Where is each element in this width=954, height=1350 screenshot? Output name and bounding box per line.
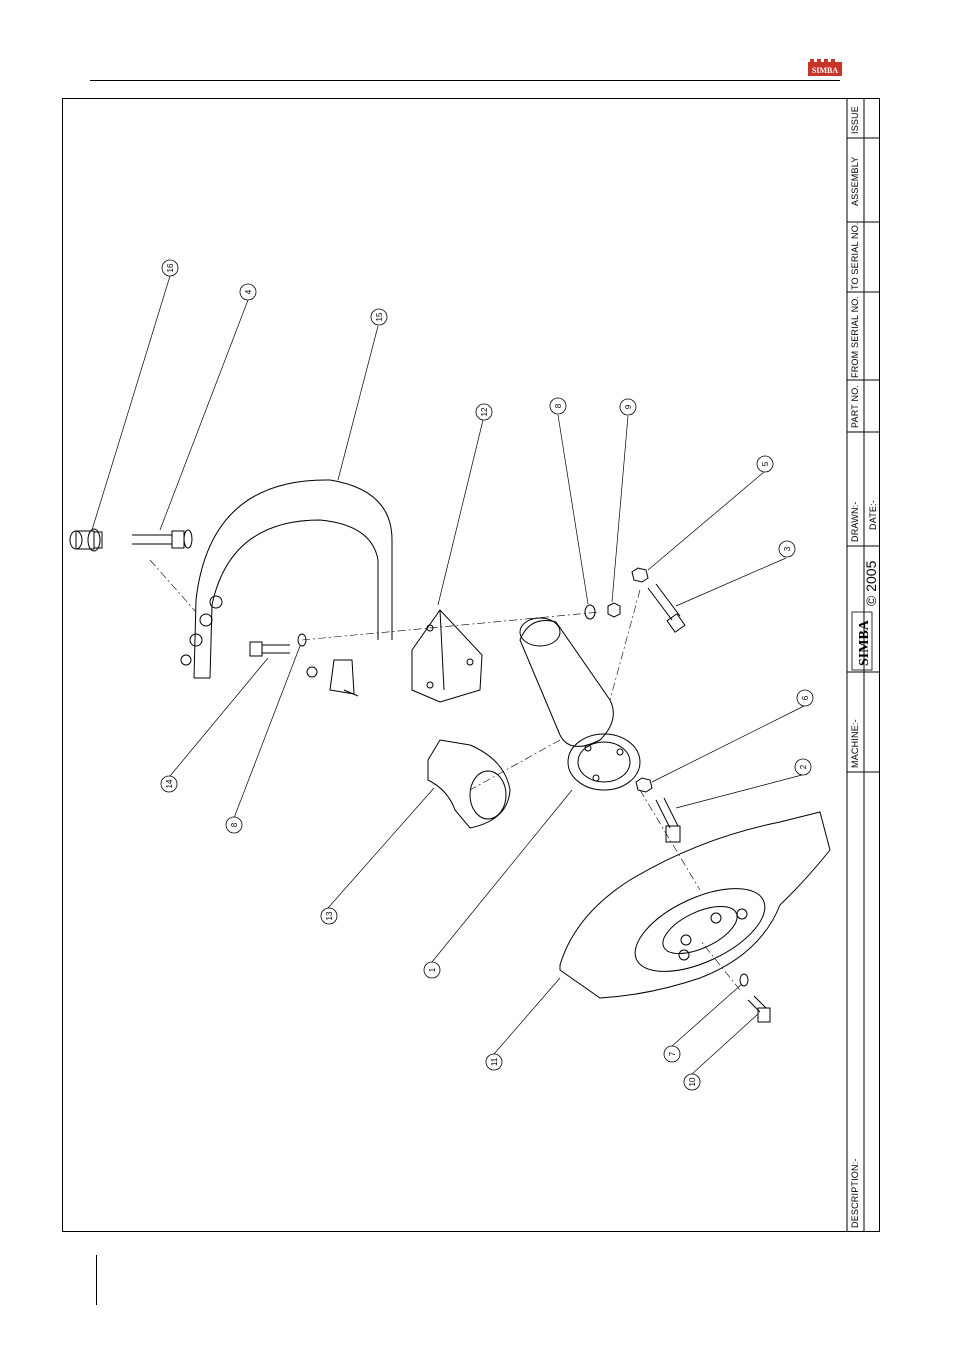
svg-text:8: 8 — [230, 822, 239, 827]
svg-text:6: 6 — [801, 695, 810, 700]
part-13-clamp — [428, 740, 510, 828]
parts — [70, 480, 830, 1022]
callout-7: 7 — [664, 1046, 680, 1062]
part-no-label: PART NO. — [850, 385, 860, 428]
callout-13: 13 — [321, 908, 337, 924]
title-block-brand: SIMBA — [852, 612, 872, 670]
callout-15: 15 — [371, 309, 387, 325]
part-4-bolt — [132, 530, 192, 548]
callout-12: 12 — [476, 404, 492, 420]
part-10-bolt — [748, 996, 770, 1022]
svg-text:8: 8 — [554, 403, 563, 408]
brand-text: SIMBA — [857, 619, 872, 666]
callout-4: 4 — [240, 284, 256, 300]
callout-16: 16 — [162, 260, 178, 276]
description-label: DESCRIPTION:- — [850, 1158, 860, 1228]
part-12-bracket — [412, 610, 482, 702]
part-16-bush — [70, 529, 102, 551]
issue-label: ISSUE — [850, 106, 860, 134]
callout-3: 3 — [779, 541, 795, 557]
svg-text:9: 9 — [624, 404, 633, 409]
part-2-bolt — [656, 798, 680, 842]
drawn-label: DRAWN:- — [850, 501, 860, 542]
callout-1: 1 — [424, 962, 440, 978]
callout-10: 10 — [684, 1074, 700, 1090]
svg-text:12: 12 — [480, 407, 489, 416]
callout-9: 9 — [620, 399, 636, 415]
svg-text:16: 16 — [166, 263, 175, 272]
to-serial-label: TO SERIAL NO. — [850, 222, 860, 290]
part-15-arm — [181, 480, 392, 696]
part-5-nut — [632, 568, 648, 582]
svg-text:14: 14 — [165, 779, 174, 788]
machine-label: MACHINE:- — [850, 719, 860, 768]
svg-text:2: 2 — [799, 764, 808, 769]
callout-8-bottom: 8 — [226, 817, 242, 833]
svg-text:7: 7 — [668, 1051, 677, 1056]
assembly-label: ASSEMBLY — [850, 157, 860, 206]
part-6-nut — [636, 778, 652, 792]
callout-14: 14 — [161, 776, 177, 792]
leader-lines — [92, 276, 804, 1074]
date-label: DATE:- — [868, 500, 878, 530]
svg-text:3: 3 — [783, 546, 792, 551]
callout-5: 5 — [757, 456, 773, 472]
callout-2: 2 — [795, 759, 811, 775]
svg-text:5: 5 — [761, 461, 770, 466]
svg-text:11: 11 — [490, 1057, 499, 1066]
callout-6: 6 — [797, 690, 813, 706]
part-7-washer — [740, 974, 748, 986]
copyright-text: © 2005 — [863, 560, 879, 606]
part-1-hub — [520, 618, 640, 790]
centerlines — [150, 560, 740, 990]
svg-text:15: 15 — [375, 312, 384, 321]
callout-balloons: 16 4 15 12 8 9 5 3 6 2 14 8 13 1 11 7 10 — [161, 260, 813, 1090]
svg-text:4: 4 — [244, 289, 253, 294]
part-8-washer — [585, 605, 595, 619]
part-9-nut — [608, 603, 620, 617]
from-serial-label: FROM SERIAL NO. — [850, 296, 860, 378]
callout-11: 11 — [486, 1054, 502, 1070]
svg-text:10: 10 — [688, 1077, 697, 1086]
callout-8-top: 8 — [550, 398, 566, 414]
svg-text:13: 13 — [325, 911, 334, 920]
part-11-disc — [560, 812, 830, 998]
part-3-bolt — [648, 584, 685, 632]
svg-text:1: 1 — [428, 967, 437, 972]
